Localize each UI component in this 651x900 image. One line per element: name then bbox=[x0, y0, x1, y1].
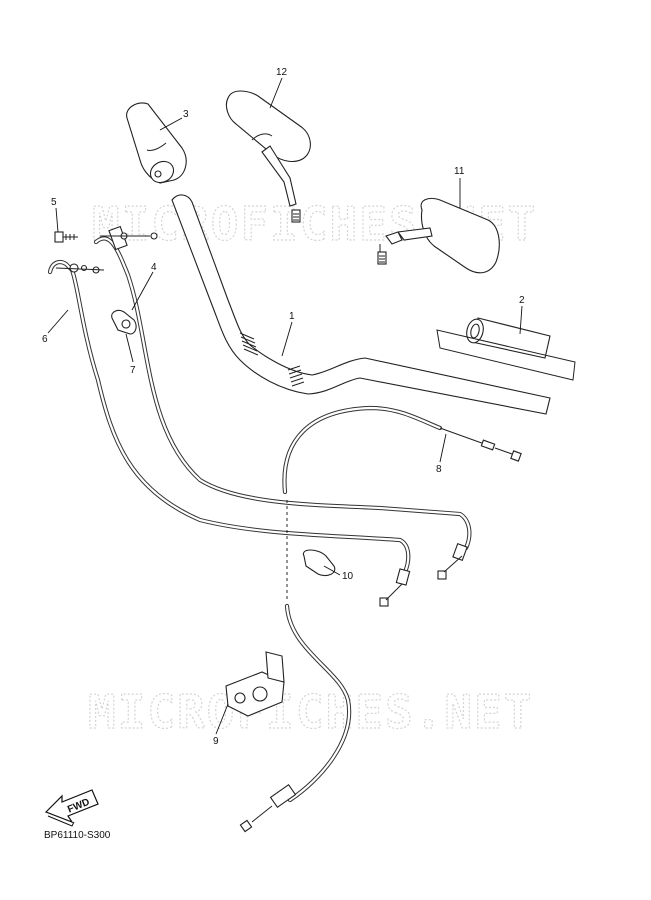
watermark-bottom: MICROFICHES.NET bbox=[88, 685, 533, 739]
mirror-right-part[interactable] bbox=[377, 197, 500, 274]
callout-12: 12 bbox=[276, 67, 288, 78]
callout-8: 8 bbox=[436, 464, 442, 475]
clamp-part[interactable] bbox=[111, 309, 137, 335]
clutch-cable-part[interactable] bbox=[282, 405, 522, 495]
diagram-code: BP61110-S300 bbox=[44, 830, 111, 841]
callout-4: 4 bbox=[151, 262, 157, 273]
leader-lines bbox=[47, 77, 523, 735]
mirror-left-part[interactable] bbox=[225, 90, 311, 223]
callout-11: 11 bbox=[454, 166, 465, 177]
callout-6: 6 bbox=[42, 334, 48, 345]
handlebar-part[interactable] bbox=[171, 194, 551, 415]
callout-3: 3 bbox=[183, 109, 189, 120]
throttle-cable-part[interactable] bbox=[93, 225, 472, 580]
fwd-arrow-icon bbox=[44, 789, 99, 827]
grip-right-part[interactable] bbox=[436, 317, 576, 381]
callout-10: 10 bbox=[342, 571, 354, 582]
callout-7: 7 bbox=[130, 365, 136, 376]
clutch-cable-lower-part[interactable] bbox=[239, 603, 352, 833]
callout-9: 9 bbox=[213, 736, 219, 747]
callout-1: 1 bbox=[289, 311, 295, 322]
callout-2: 2 bbox=[519, 295, 525, 306]
screw-part[interactable] bbox=[54, 231, 78, 243]
throttle-grip-part[interactable] bbox=[126, 102, 187, 187]
callout-5: 5 bbox=[51, 197, 57, 208]
cable-holder-part[interactable] bbox=[225, 651, 285, 717]
clip-part[interactable] bbox=[302, 549, 336, 577]
cable-fittings-top bbox=[55, 232, 158, 274]
